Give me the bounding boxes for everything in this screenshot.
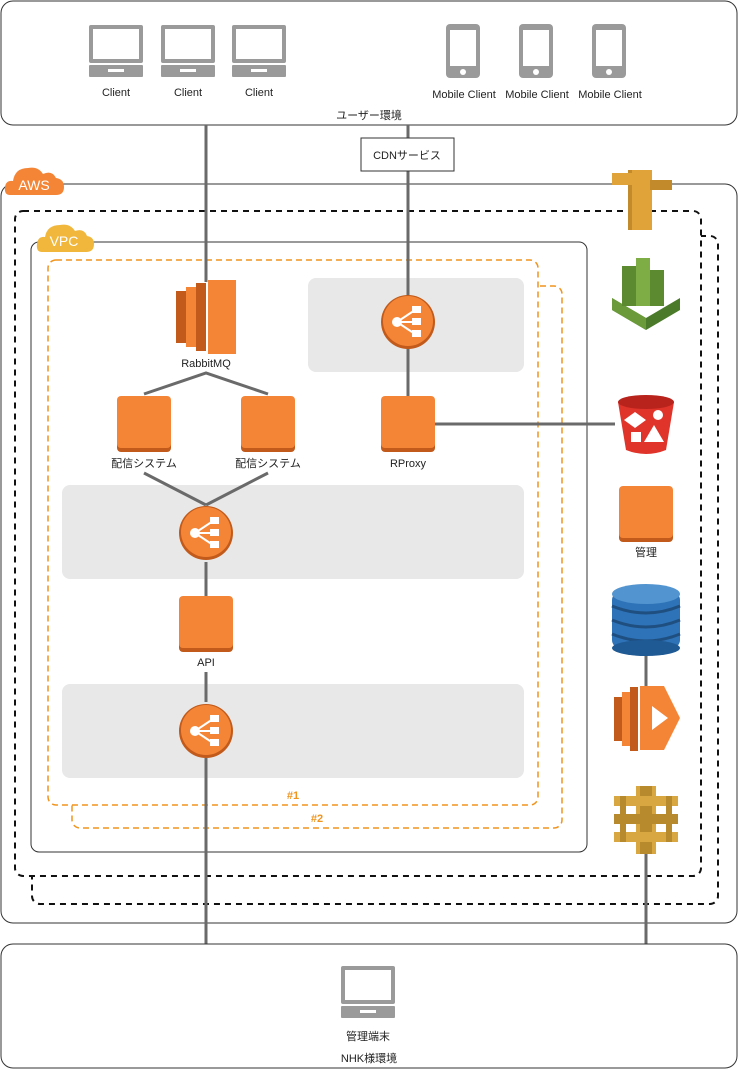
elb-icon <box>178 505 234 561</box>
admin-node: 管理 <box>619 486 673 559</box>
desktop-client-icon <box>232 25 286 77</box>
aws-label: AWS <box>18 177 49 193</box>
api-node: API <box>179 596 233 669</box>
cloudformation-icon <box>612 170 672 230</box>
client-label-3: Client <box>245 87 273 99</box>
api-label: API <box>197 657 215 669</box>
client-1: Client <box>89 25 143 99</box>
admin-label: 管理 <box>635 545 657 559</box>
rabbitmq-label: RabbitMQ <box>181 358 231 370</box>
delivery-system-2: 配信システム <box>235 396 301 470</box>
ec2-instance-icon <box>381 396 435 452</box>
elb-icon <box>178 703 234 759</box>
ec2-instance-icon <box>241 396 295 452</box>
client-2: Client <box>161 25 215 99</box>
admin-terminal: 管理端末 <box>341 966 395 1043</box>
client-label-1: Client <box>102 87 130 99</box>
mobile-client-label-3: Mobile Client <box>578 89 642 101</box>
vpc-cloud-icon <box>36 224 94 252</box>
elb-icon <box>380 294 436 350</box>
mobile-client-icon <box>592 24 626 78</box>
vpc-label: VPC <box>50 233 79 249</box>
subnet-delivery <box>62 485 524 579</box>
mobile-client-2: Mobile Client <box>505 24 569 101</box>
user-environment-title: ユーザー環境 <box>336 108 402 122</box>
admin-terminal-label: 管理端末 <box>346 1029 390 1043</box>
mobile-client-3: Mobile Client <box>578 24 642 101</box>
rproxy-label: RProxy <box>390 458 427 470</box>
api-gateway-icon <box>612 258 680 330</box>
client-3: Client <box>232 25 286 99</box>
ec2-instance-icon <box>179 596 233 652</box>
mobile-client-1: Mobile Client <box>432 24 496 101</box>
aws-cloud-icon <box>4 167 64 195</box>
delivery-system-label-1: 配信システム <box>111 457 177 470</box>
cdn-service-box <box>360 137 455 172</box>
subnet-api <box>62 684 524 778</box>
lambda-icon <box>614 686 680 751</box>
mobile-client-label-2: Mobile Client <box>505 89 569 101</box>
rproxy-node: RProxy <box>381 396 435 470</box>
dynamodb-icon <box>611 584 681 656</box>
delivery-system-label-2: 配信システム <box>235 457 301 470</box>
connector-lines <box>143 125 648 944</box>
desktop-client-icon <box>89 25 143 77</box>
delivery-system-1: 配信システム <box>111 396 177 470</box>
nhk-environment-title: NHK様環境 <box>341 1051 397 1065</box>
mobile-client-icon <box>519 24 553 78</box>
rabbitmq-ec2-icon <box>176 280 236 354</box>
cdn-service-label: CDNサービス <box>373 149 441 162</box>
mobile-client-icon <box>446 24 480 78</box>
desktop-client-icon <box>341 966 395 1018</box>
sqs-icon <box>614 786 678 854</box>
ec2-instance-icon <box>117 396 171 452</box>
desktop-client-icon <box>161 25 215 77</box>
cdn-service: CDNサービス <box>360 137 455 172</box>
aws-tag: AWS <box>4 167 64 195</box>
vpc-tag: VPC <box>36 224 94 252</box>
client-label-2: Client <box>174 87 202 99</box>
s3-bucket-icon <box>618 395 674 454</box>
group-2-label: #2 <box>311 813 323 825</box>
rabbitmq-node: RabbitMQ <box>176 280 236 370</box>
mobile-client-label-1: Mobile Client <box>432 89 496 101</box>
group-1-label: #1 <box>287 790 299 802</box>
ec2-instance-icon <box>619 486 673 542</box>
